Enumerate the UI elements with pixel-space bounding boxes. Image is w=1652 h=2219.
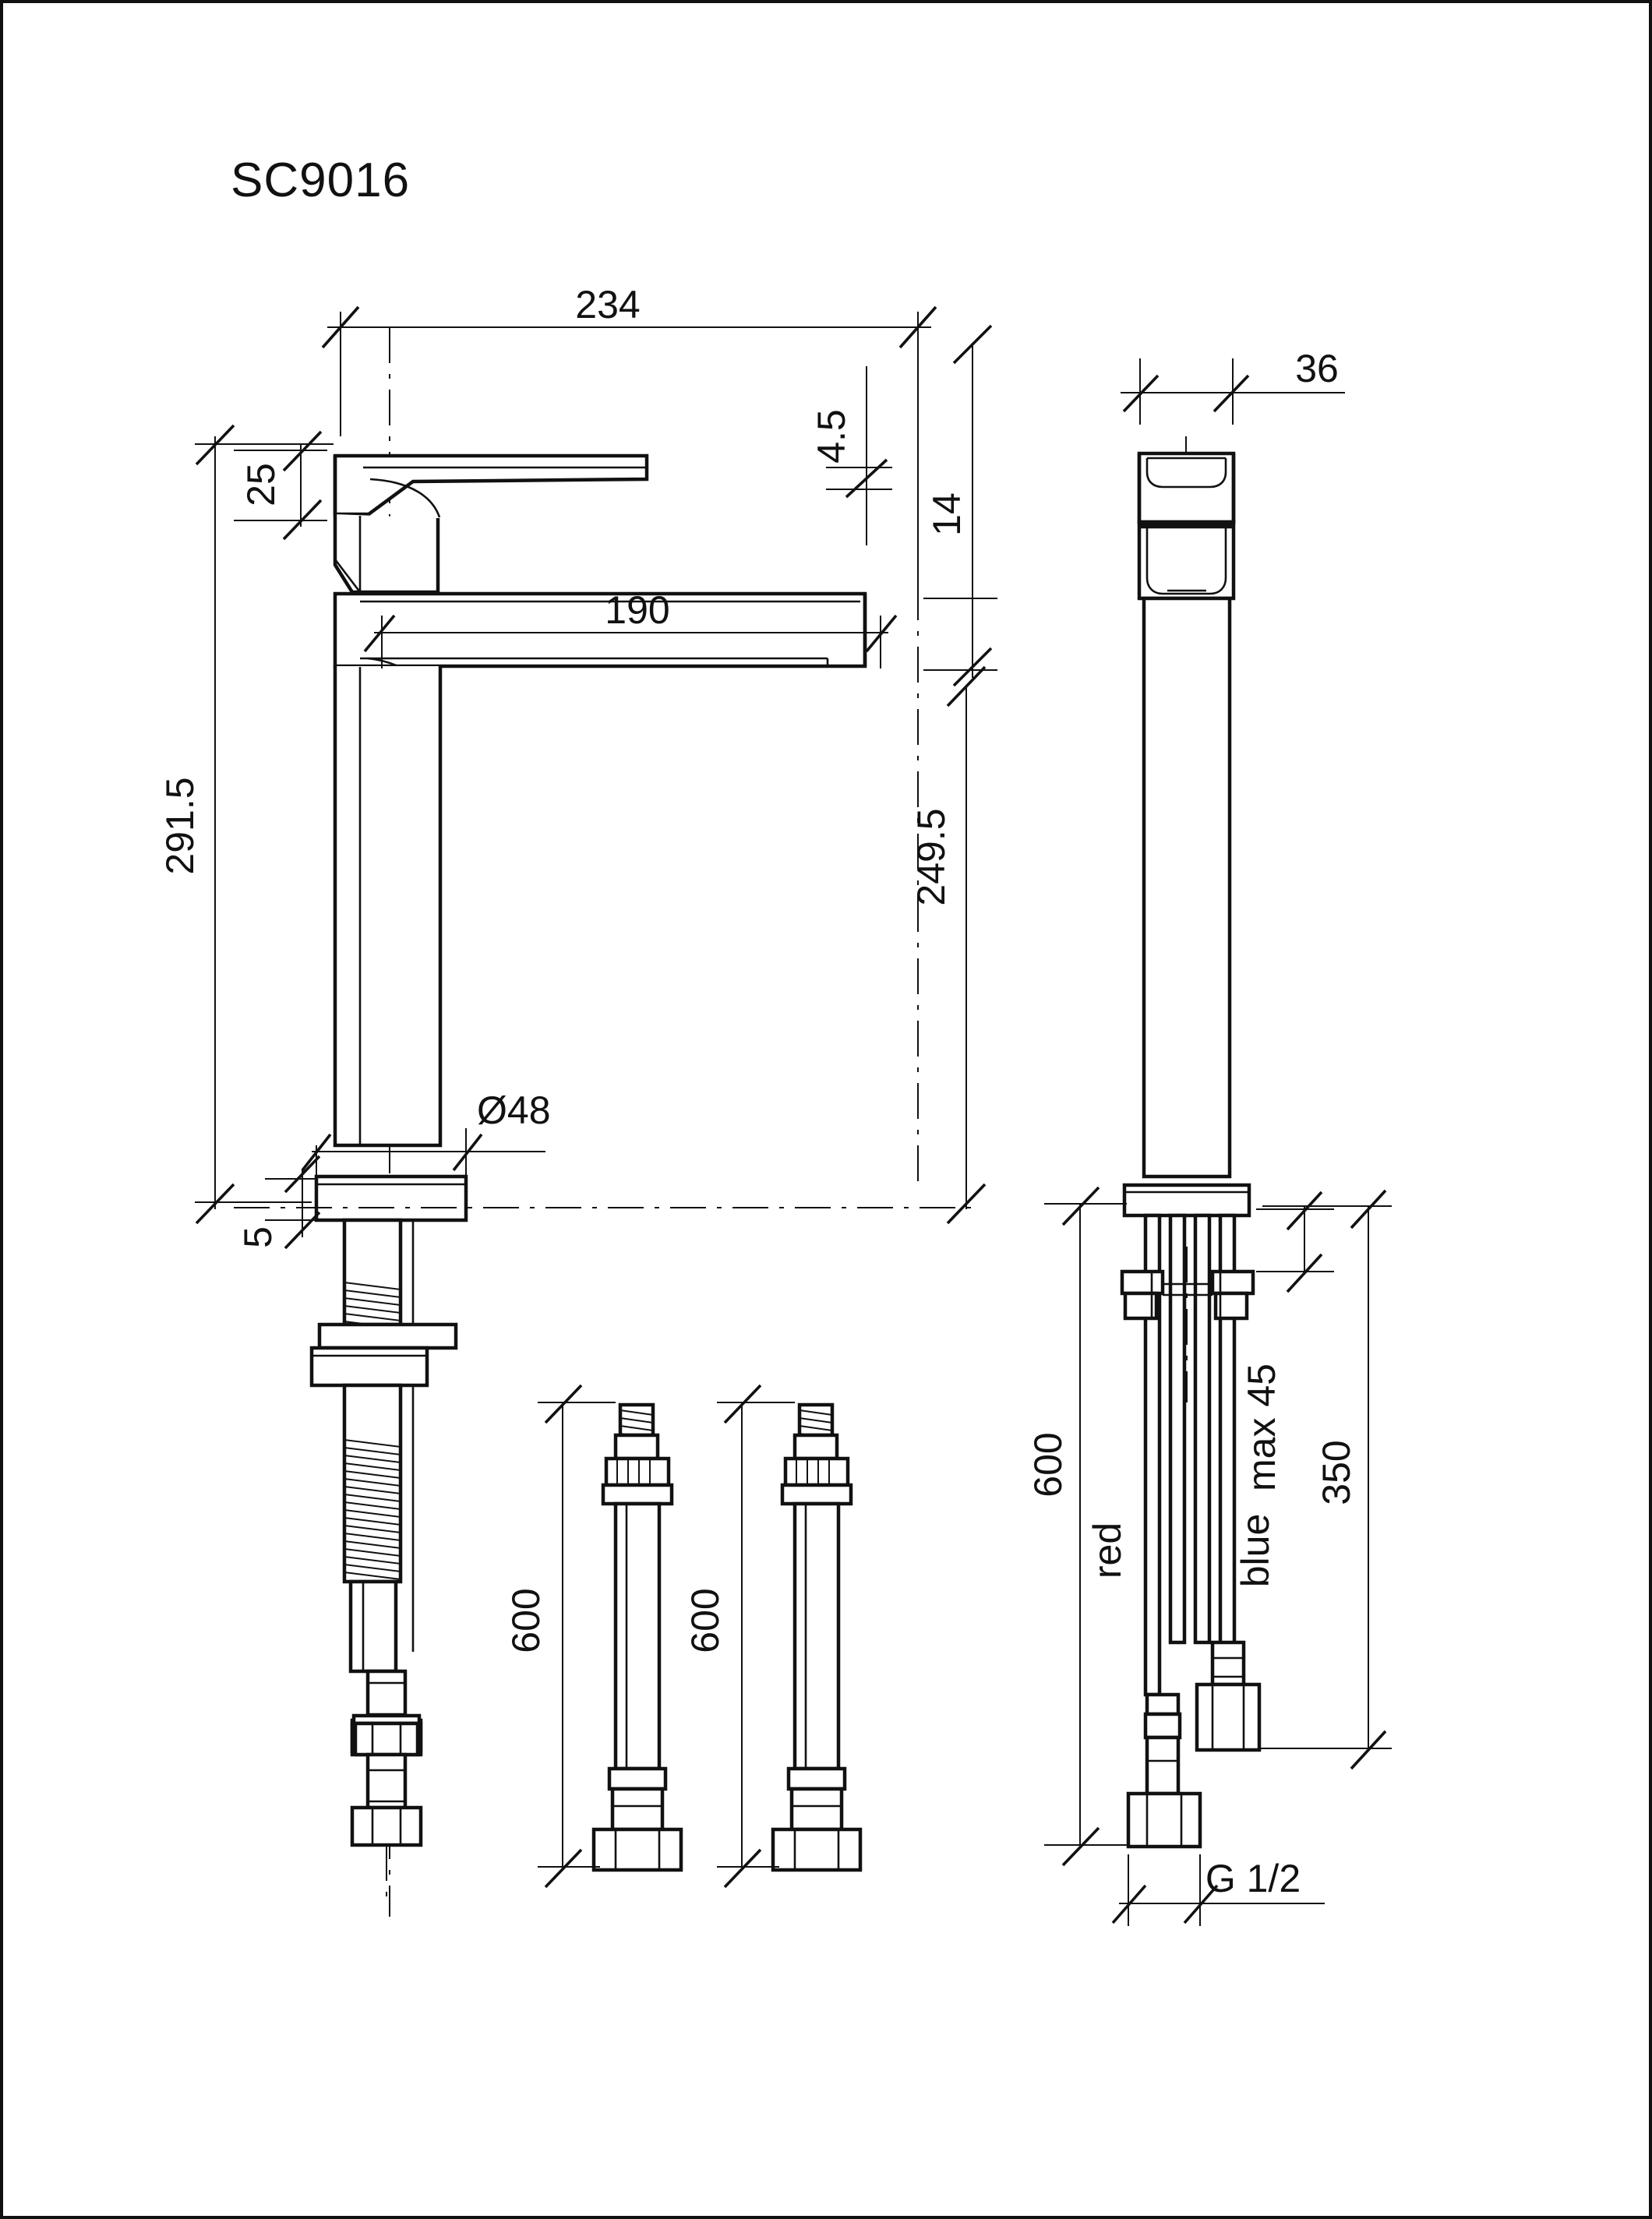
thread-hatching-lower xyxy=(344,1439,401,1580)
dimension-max-45: max 45 xyxy=(1240,1191,1334,1491)
side-supply-tubes xyxy=(1143,1213,1237,1697)
label-blue-hose: blue xyxy=(1234,1514,1277,1588)
dimension-label-max-45: max 45 xyxy=(1240,1364,1283,1491)
dimension-label-234: 234 xyxy=(575,283,640,326)
mounting-washer xyxy=(309,1322,458,1388)
spout xyxy=(333,591,867,706)
dimension-291-5: 291.5 xyxy=(158,424,334,1225)
dimension-label-350: 350 xyxy=(1315,1440,1358,1505)
dimension-label-600-left: 600 xyxy=(504,1588,548,1653)
threaded-shank-lower xyxy=(342,1383,415,1652)
base-flange xyxy=(314,1174,468,1222)
hose-coupling-upper xyxy=(365,1669,408,1723)
faucet-column xyxy=(333,666,443,1148)
side-handle-cap xyxy=(1137,451,1236,524)
dimension-label-5: 5 xyxy=(236,1226,280,1248)
side-elevation-view: 36 600 red blue max 45 xyxy=(1026,347,1392,1926)
dimension-14: 14 xyxy=(923,324,997,687)
dimension-600-right: 600 xyxy=(683,1384,795,1889)
dimension-4-5: 4.5 xyxy=(810,366,892,545)
dimension-label-291-5: 291.5 xyxy=(158,777,202,874)
dimension-label-g-half: G 1/2 xyxy=(1205,1857,1301,1900)
dimension-25: 25 xyxy=(234,430,327,541)
dimension-label-600-right: 600 xyxy=(683,1588,727,1653)
dimension-36: 36 xyxy=(1121,347,1345,425)
dimension-label-14: 14 xyxy=(925,492,969,536)
side-hub xyxy=(1137,524,1236,601)
dimension-g-half: G 1/2 xyxy=(1111,1854,1325,1926)
lever-handle xyxy=(333,453,649,518)
front-elevation-view: 234 4.5 14 xyxy=(158,283,997,1917)
hose-left-threaded-end xyxy=(618,1402,655,1439)
dimension-5: 5 xyxy=(236,1155,321,1250)
hex-nut-lower xyxy=(350,1805,423,1847)
dimension-diameter-48: Ø48 xyxy=(301,1088,551,1175)
threaded-shank-upper xyxy=(342,1218,415,1329)
side-handle-body xyxy=(1137,453,1236,526)
hose-detail-right: 600 xyxy=(683,1384,863,1889)
dimension-label-190: 190 xyxy=(605,588,669,632)
side-column xyxy=(1142,596,1232,1179)
hose-right-threaded-end xyxy=(797,1402,835,1439)
hose-coupling-lower xyxy=(365,1752,408,1810)
dimension-600-supply: 600 xyxy=(1026,1186,1127,1867)
handle-hub xyxy=(333,514,440,594)
side-clamp-collars xyxy=(1120,1269,1255,1321)
dimension-label-600-supply: 600 xyxy=(1026,1432,1070,1497)
side-blue-connection xyxy=(1195,1640,1262,1752)
hex-nut-upper xyxy=(350,1713,423,1757)
label-red-hose: red xyxy=(1085,1522,1129,1579)
dimension-label-25: 25 xyxy=(239,463,283,506)
dimension-190: 190 xyxy=(363,588,898,669)
hose-detail-left: 600 xyxy=(504,1384,683,1889)
side-red-connection xyxy=(1126,1692,1202,1849)
front-supply-hose xyxy=(348,1579,398,1674)
side-base-flange xyxy=(1122,1183,1251,1218)
page-title: SC9016 xyxy=(231,153,411,207)
dimension-600-left: 600 xyxy=(504,1384,616,1889)
dimension-label-36: 36 xyxy=(1295,347,1339,390)
dimension-label-249-5: 249.5 xyxy=(909,808,953,905)
dimension-label-diameter-48: Ø48 xyxy=(477,1088,551,1132)
dimension-249-5: 249.5 xyxy=(909,665,987,1225)
hose-detail-views: 600 xyxy=(504,1384,863,1889)
dimension-label-4-5: 4.5 xyxy=(810,409,853,464)
